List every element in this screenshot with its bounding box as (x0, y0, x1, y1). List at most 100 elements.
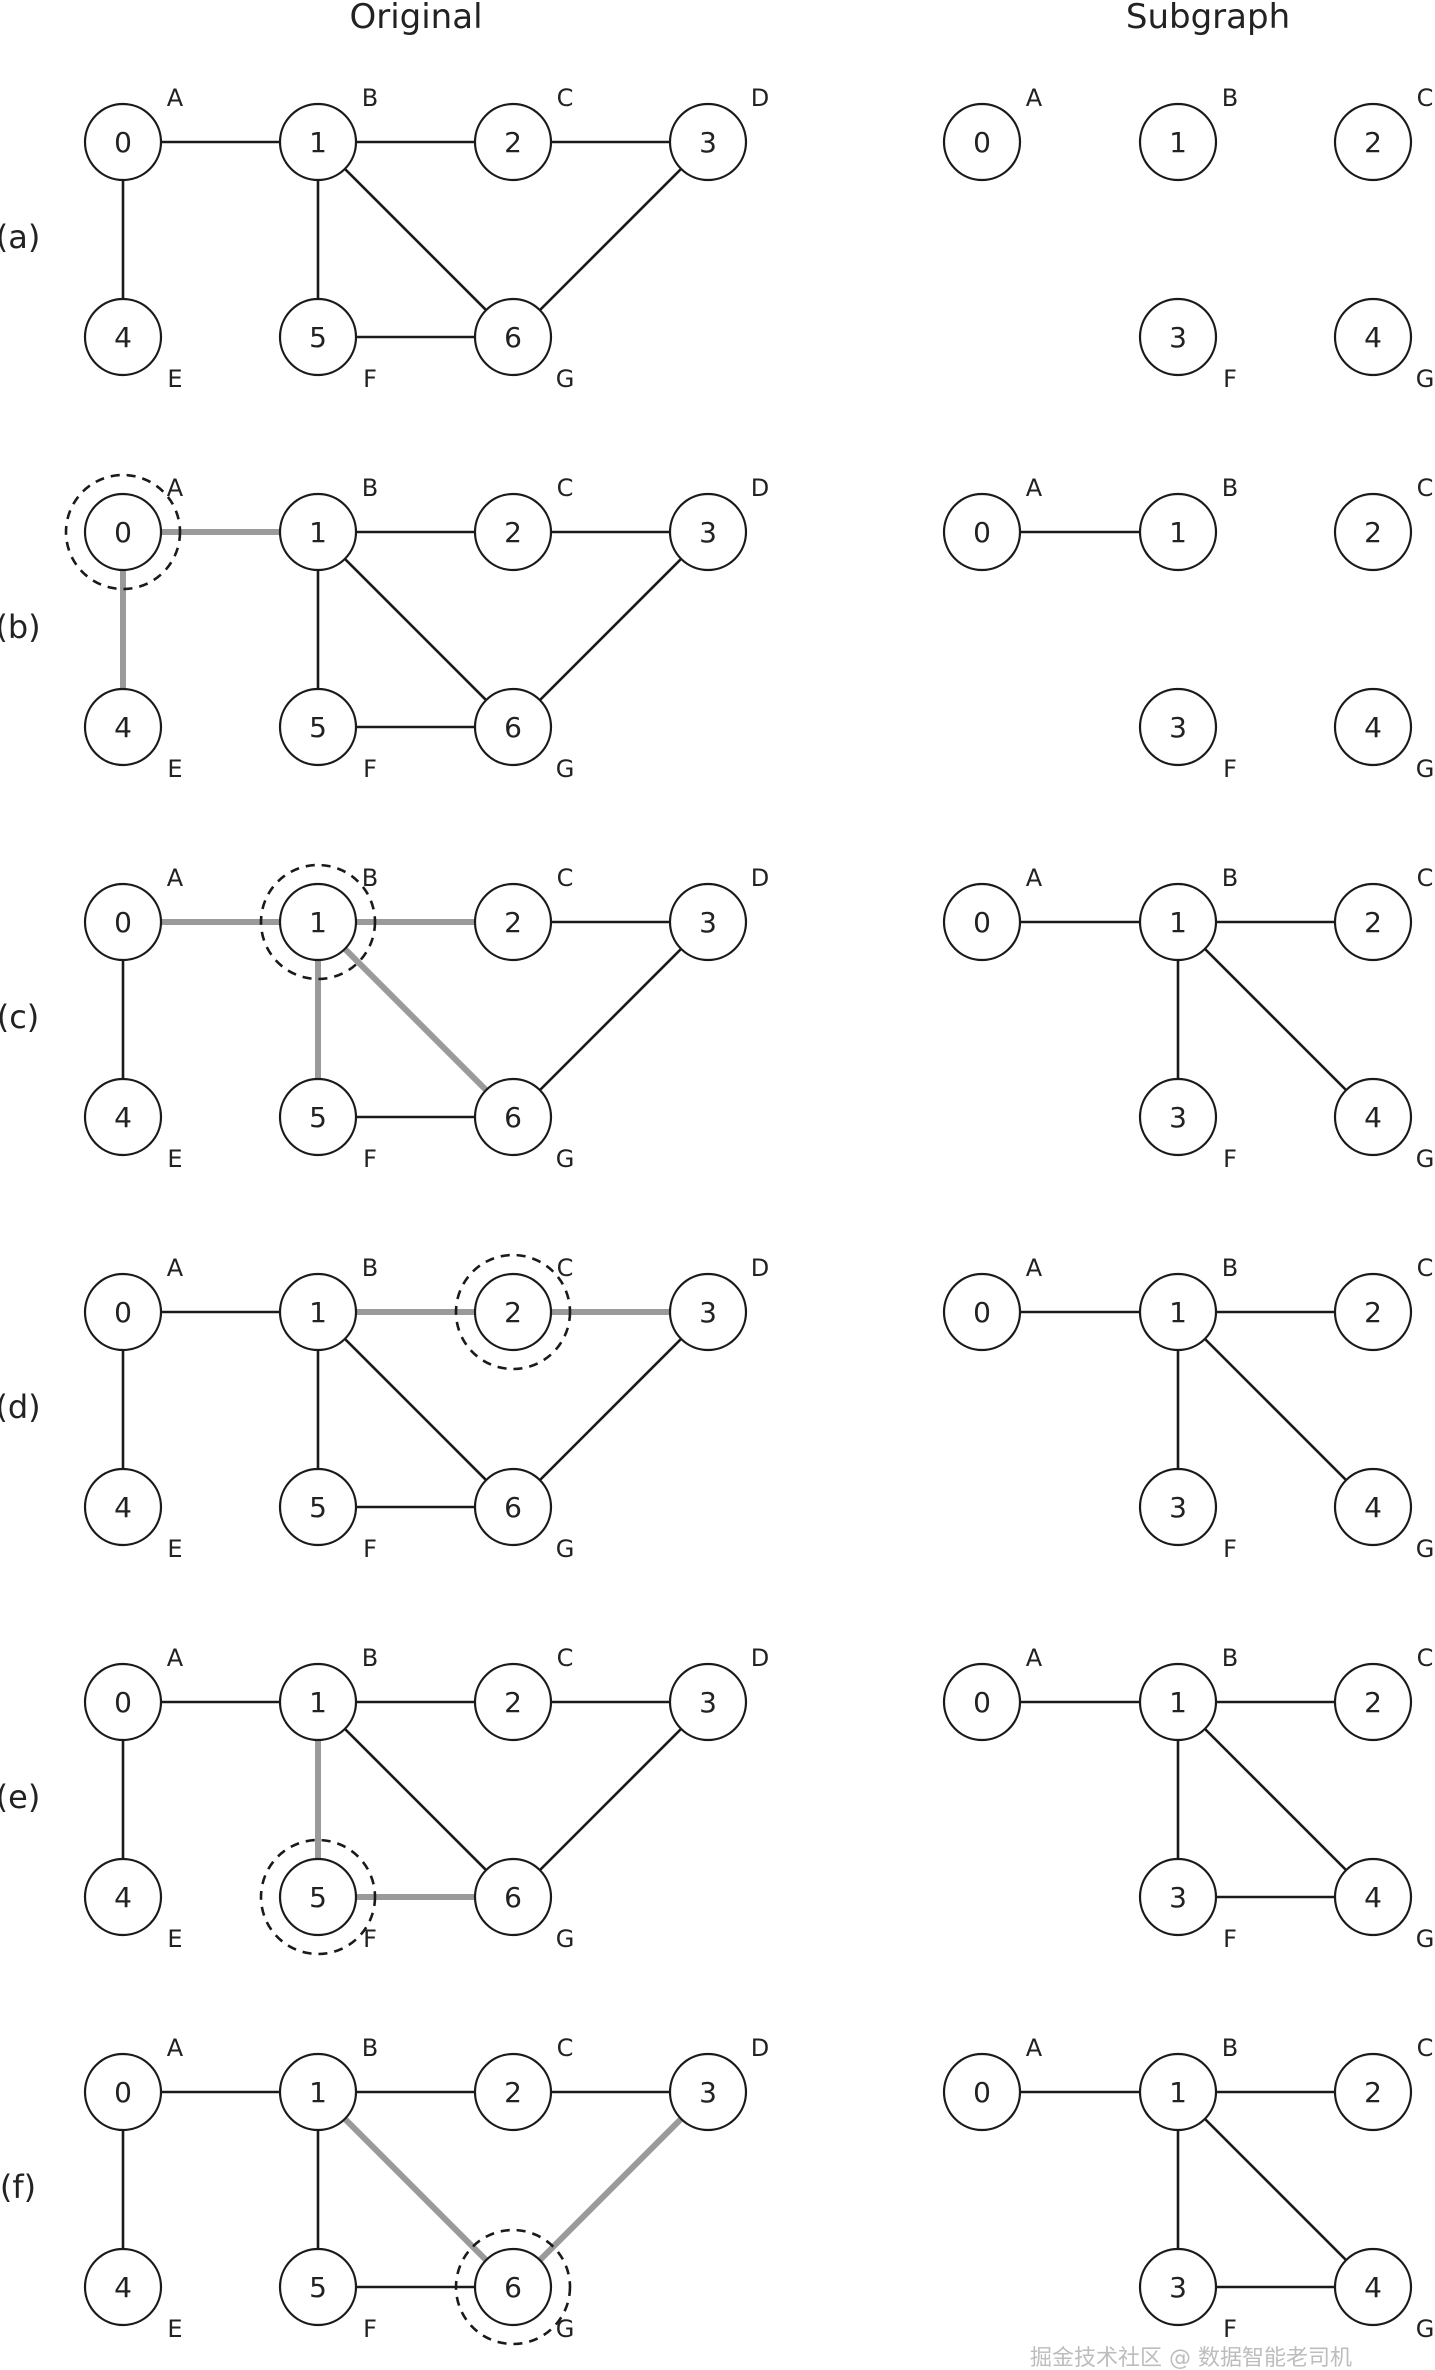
subgraph-node-circle (942, 2052, 1022, 2132)
subgraph-node-circle (942, 1662, 1022, 1742)
original-node-circle (83, 1272, 163, 1352)
original-node-letter: E (167, 1535, 182, 1563)
original-node-number: 6 (504, 1101, 522, 1134)
subgraph-node-letter: C (1417, 1644, 1434, 1672)
original-node-circle (278, 2052, 358, 2132)
original-node-number: 5 (309, 2271, 327, 2304)
subgraph-node-letter: F (1223, 1925, 1237, 1953)
original-node-circle (668, 1272, 748, 1352)
subgraph-edge-BG (1177, 2091, 1374, 2288)
original-node-number: 0 (114, 1686, 132, 1719)
original-edge-DG (512, 1311, 709, 1508)
subgraph-node-letter: B (1222, 864, 1238, 892)
original-node-number: 3 (699, 1296, 717, 1329)
original-node-circle (473, 1077, 553, 1157)
row-label: (d) (0, 1388, 41, 1426)
subgraph-node-letter: A (1026, 1644, 1043, 1672)
subgraph-node-circle (1333, 882, 1413, 962)
original-node-circle (473, 297, 553, 377)
subgraph-node-letter: F (1223, 2315, 1237, 2343)
original-node-circle (83, 882, 163, 962)
subgraph-node-circle (1138, 102, 1218, 182)
original-node-number: 3 (699, 1686, 717, 1719)
original-node-circle (668, 2052, 748, 2132)
original-node-letter: G (556, 1145, 575, 1173)
original-node-letter: A (167, 2034, 184, 2062)
subgraph-node-number: 1 (1169, 516, 1187, 549)
subgraph-node-circle (1333, 1077, 1413, 1157)
original-node-circle (83, 2052, 163, 2132)
subgraph-node-letter: F (1223, 365, 1237, 393)
original-node-letter: D (751, 84, 769, 112)
original-node-letter: B (362, 1644, 378, 1672)
original-node-letter: G (556, 365, 575, 393)
subgraph-node-number: 2 (1364, 2076, 1382, 2109)
subgraph-node-circle (1138, 1272, 1218, 1352)
original-node-letter: F (363, 1535, 377, 1563)
subgraph-node-number: 2 (1364, 1686, 1382, 1719)
original-node-number: 0 (114, 126, 132, 159)
subgraph-node-number: 1 (1169, 1686, 1187, 1719)
original-node-circle (278, 2247, 358, 2327)
subgraph-node-number: 0 (973, 126, 991, 159)
subgraph-node-circle (1138, 2052, 1218, 2132)
subgraph-node-number: 3 (1169, 1881, 1187, 1914)
subgraph-node-letter: B (1222, 1254, 1238, 1282)
subgraph-node-letter: C (1417, 2034, 1434, 2062)
original-node-letter: D (751, 474, 769, 502)
original-edge-DG (512, 921, 709, 1118)
original-node-number: 4 (114, 1881, 132, 1914)
original-node-letter: B (362, 864, 378, 892)
focus-ring (259, 863, 377, 981)
subgraph-node-number: 3 (1169, 1491, 1187, 1524)
original-node-number: 1 (309, 2076, 327, 2109)
subgraph-node-letter: C (1417, 864, 1434, 892)
original-node-circle (473, 1467, 553, 1547)
subgraph-node-number: 4 (1364, 1491, 1382, 1524)
subgraph-node-number: 0 (973, 906, 991, 939)
subgraph-node-circle (1138, 882, 1218, 962)
original-node-circle (278, 297, 358, 377)
subgraph-node-letter: B (1222, 474, 1238, 502)
original-edge-BG-highlighted (315, 919, 516, 1120)
original-node-number: 5 (309, 711, 327, 744)
original-node-letter: G (556, 755, 575, 783)
original-node-letter: C (557, 864, 574, 892)
original-node-circle (473, 687, 553, 767)
subgraph-node-number: 4 (1364, 321, 1382, 354)
subgraph-node-number: 3 (1169, 1101, 1187, 1134)
original-node-letter: G (556, 1925, 575, 1953)
subgraph-column-header: Subgraph (1126, 0, 1290, 37)
original-node-circle (668, 492, 748, 572)
subgraph-node-circle (1138, 1857, 1218, 1937)
subgraph-node-number: 4 (1364, 711, 1382, 744)
original-node-letter: B (362, 2034, 378, 2062)
original-node-number: 1 (309, 126, 327, 159)
original-node-circle (278, 492, 358, 572)
original-node-number: 2 (504, 2076, 522, 2109)
row-label: (e) (0, 1778, 40, 1816)
subgraph-node-letter: F (1223, 1535, 1237, 1563)
original-node-letter: C (557, 1644, 574, 1672)
row-label: (c) (0, 998, 39, 1036)
original-node-number: 4 (114, 321, 132, 354)
original-node-letter: F (363, 755, 377, 783)
subgraph-node-circle (1333, 1857, 1413, 1937)
subgraph-node-number: 0 (973, 2076, 991, 2109)
original-node-letter: A (167, 84, 184, 112)
original-node-circle (278, 882, 358, 962)
subgraph-node-letter: A (1026, 84, 1043, 112)
original-node-number: 3 (699, 126, 717, 159)
original-node-number: 6 (504, 711, 522, 744)
original-node-letter: D (751, 1644, 769, 1672)
subgraph-node-letter: A (1026, 864, 1043, 892)
original-node-number: 2 (504, 126, 522, 159)
original-node-letter: F (363, 1925, 377, 1953)
subgraph-node-number: 1 (1169, 126, 1187, 159)
subgraph-node-letter: G (1416, 1145, 1435, 1173)
original-node-letter: A (167, 1644, 184, 1672)
original-node-letter: E (167, 1925, 182, 1953)
original-node-circle (473, 2052, 553, 2132)
original-node-number: 4 (114, 711, 132, 744)
